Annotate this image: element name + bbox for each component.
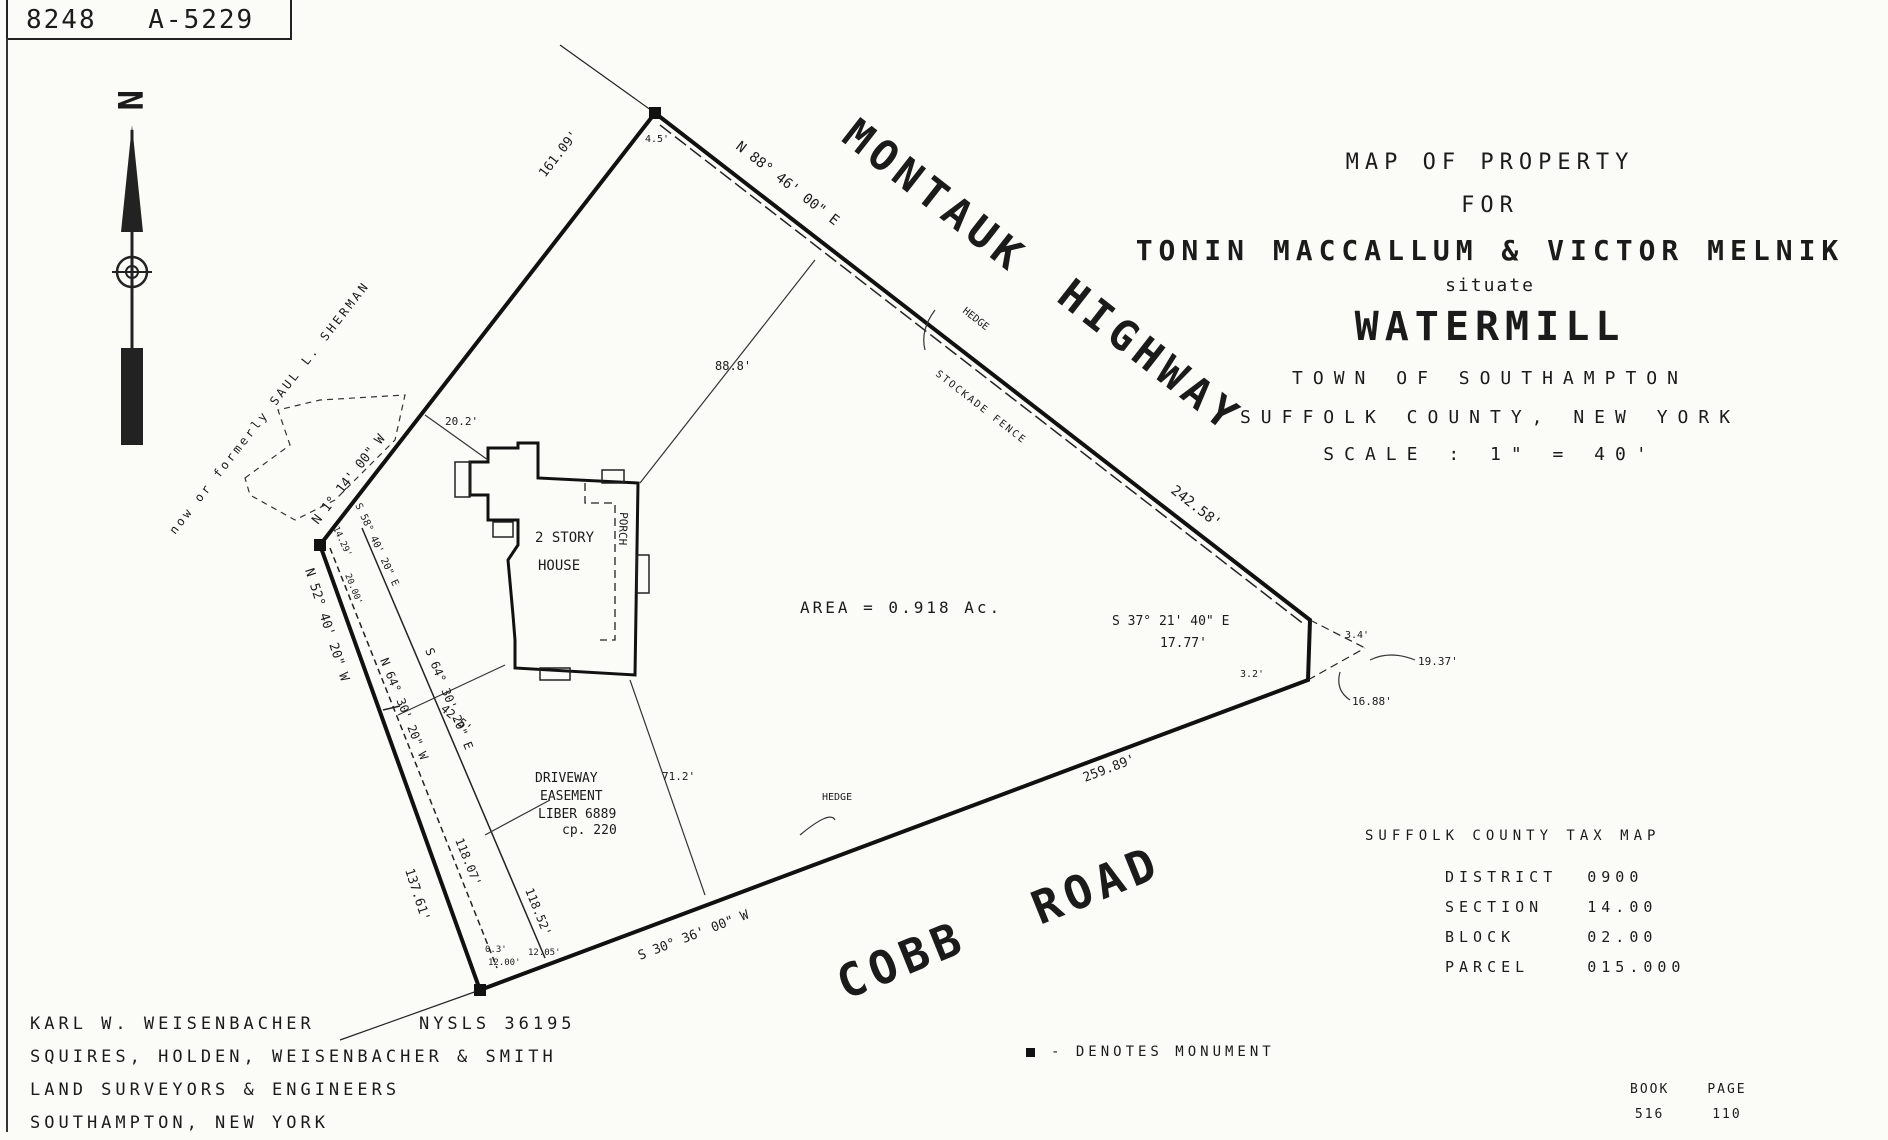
surveyor-profession: LAND SURVEYORS & ENGINEERS [30, 1080, 401, 1100]
map-frame [6, 38, 1882, 1132]
monument-legend-icon [1026, 1047, 1035, 1057]
title-scale: SCALE : 1" = 40' [1323, 444, 1657, 465]
distance-diagonal: 14.29' [330, 525, 353, 559]
file-number: 8248 [26, 5, 97, 35]
tax-map-heading: SUFFOLK COUNTY TAX MAP [1365, 828, 1661, 844]
north-label: N [109, 90, 149, 110]
driveway-label-1: DRIVEWAY [535, 771, 598, 786]
surveyor-block: KARL W. WEISENBACHER NYSLS 36195 SQUIRES… [30, 1008, 576, 1140]
file-code: A-5229 [148, 5, 255, 35]
distance-easement-west: 118.07' [452, 836, 484, 888]
tax-label: SECTION [1445, 898, 1544, 916]
surveyor-name: KARL W. WEISENBACHER [30, 1014, 315, 1034]
title-county: SUFFOLK COUNTY, NEW YORK [1239, 407, 1741, 428]
title-location: WATERMILL [1354, 304, 1626, 350]
book-page-block: BOOK PAGE 516 110 [1628, 1078, 1785, 1130]
tax-map-block: SUFFOLK COUNTY TAX MAP DISTRICT 0900 SECT… [1365, 828, 1715, 984]
bearing-easement-east: S 64° 30' 20" E [422, 646, 476, 752]
legend: - DENOTES MONUMENT [1026, 1044, 1275, 1060]
tax-label: BLOCK [1445, 928, 1516, 946]
monument-marker [649, 107, 661, 119]
distance-south: 259.89' [1081, 752, 1138, 786]
file-stamp: 8248 A-5229 [6, 0, 292, 40]
title-situate: situate [1445, 275, 1535, 296]
hedge-label-top: HEDGE [960, 306, 990, 333]
driveway-label-3: LIBER 6889 [538, 807, 616, 822]
house-label-1: 2 STORY [535, 530, 595, 546]
road-label-montauk: MONTAUK [834, 109, 1037, 282]
distance-southwest: 137.61' [401, 867, 432, 924]
tax-value: 14.00 [1587, 898, 1658, 916]
page-value: 110 [1712, 1107, 1742, 1122]
hedge-label-bottom: HEDGE [822, 792, 852, 803]
distance-easement-east: 118.52' [522, 886, 554, 938]
dim-20-00: 20.00' [342, 572, 363, 606]
legend-text: - DENOTES MONUMENT [1051, 1044, 1275, 1060]
dim-20-2: 20.2' [445, 415, 478, 428]
dim-19-37: 19.37' [1418, 655, 1458, 668]
dim-0-3: 0.3' [485, 945, 507, 955]
house-label-2: HOUSE [538, 558, 580, 574]
bearing-east: S 37° 21' 40" E [1112, 614, 1229, 629]
driveway-label-4: cp. 220 [562, 823, 617, 838]
tax-label: PARCEL [1445, 958, 1530, 976]
surveyor-town: SOUTHAMPTON, NEW YORK [30, 1113, 329, 1133]
tax-value: 02.00 [1587, 928, 1658, 946]
page-label: PAGE [1707, 1082, 1747, 1097]
stockade-fence-label: STOCKADE FENCE [933, 369, 1028, 447]
table-row: BLOCK 02.00 [1445, 924, 1715, 954]
book-value: 516 [1634, 1107, 1665, 1122]
tax-label: DISTRICT [1445, 868, 1558, 886]
table-row: SECTION 14.00 [1445, 894, 1715, 924]
dim-12-05: 12.05' [528, 948, 561, 958]
parcel-boundary [317, 110, 1313, 993]
title-line-1: MAP OF PROPERTY [1345, 150, 1635, 175]
monument-marker [314, 539, 326, 551]
dim-16-88: 16.88' [1352, 695, 1392, 708]
driveway-label-2: EASEMENT [540, 789, 603, 804]
title-line-2: FOR [1461, 193, 1519, 218]
dim-88-8: 88.8' [715, 359, 751, 373]
surveyor-license: NYSLS 36195 [418, 1014, 576, 1034]
tax-value: 015.000 [1587, 958, 1686, 976]
road-label-road: ROAD [1024, 835, 1169, 936]
area-label: AREA = 0.918 Ac. [800, 598, 1002, 617]
dim-4-5: 4.5' [645, 134, 669, 145]
tax-value: 0900 [1587, 868, 1644, 886]
surveyor-firm: SQUIRES, HOLDEN, WEISENBACHER & SMITH [30, 1047, 557, 1067]
dim-3-4: 3.4' [1345, 630, 1369, 641]
distance-east: 17.77' [1160, 636, 1207, 651]
house-footprint: 2 STORY HOUSE PORCH [454, 441, 650, 681]
dim-3-2: 3.2' [1240, 669, 1264, 680]
porch-label: PORCH [616, 512, 630, 546]
north-arrow-icon: N [109, 90, 152, 445]
monument-marker [474, 984, 486, 996]
dim-71-2: 71.2' [662, 770, 695, 783]
bearing-southwest: N 52° 40' 20" W [301, 567, 352, 683]
book-label: BOOK [1630, 1082, 1670, 1097]
bearing-west: N 1° 14' 00" W [309, 432, 388, 528]
title-town: TOWN OF SOUTHAMPTON [1292, 368, 1688, 389]
table-row: PARCEL 015.000 [1445, 954, 1715, 984]
bearing-diagonal: S 58° 40' 20" E [352, 502, 400, 588]
title-block: MAP OF PROPERTY FOR TONIN MACCALLUM & VI… [1100, 150, 1880, 465]
table-row: DISTRICT 0900 [1445, 864, 1715, 894]
road-label-cobb: COBB [829, 910, 974, 1011]
title-owners: TONIN MACCALLUM & VICTOR MELNIK [1135, 234, 1845, 267]
distance-west: 161.09' [536, 128, 582, 180]
tax-map-table: DISTRICT 0900 SECTION 14.00 BLOCK 02.00 PAR… [1445, 864, 1715, 984]
dim-12-00: 12.00' [488, 958, 521, 968]
bearing-south: S 30° 36' 00" W [636, 908, 751, 964]
